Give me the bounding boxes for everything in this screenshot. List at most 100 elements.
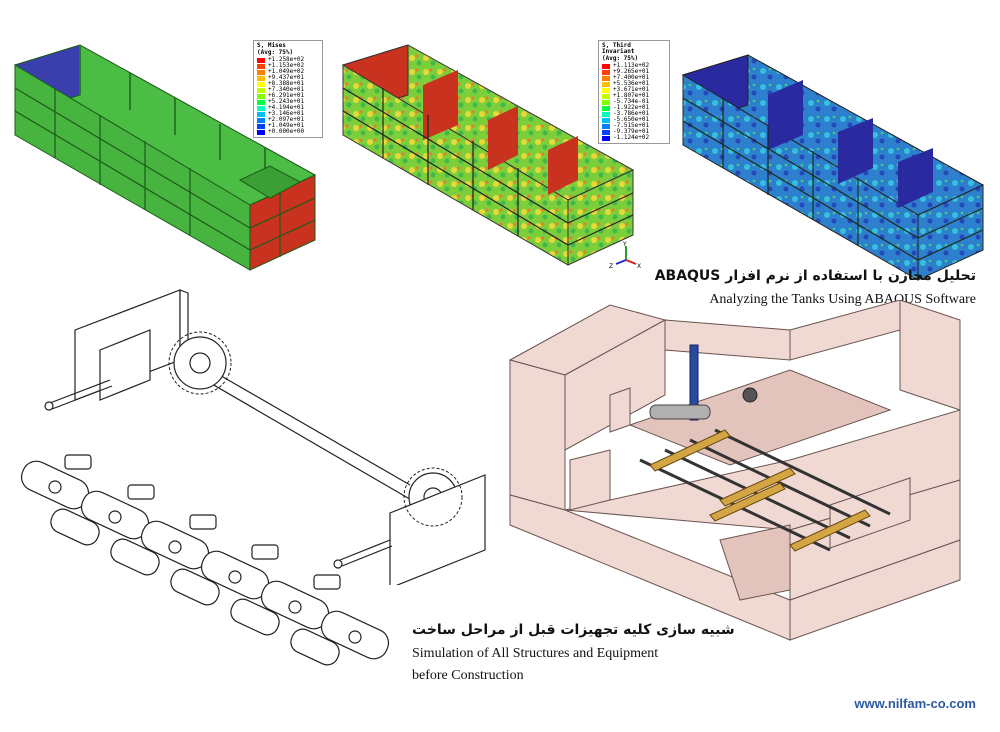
legend-swatch	[257, 111, 265, 117]
legend-value: +6.291e+01	[268, 92, 305, 99]
legend-value: +7.400e+01	[613, 74, 650, 81]
legend-row: +1.807e+01	[602, 93, 666, 99]
caption-simulation-en-line2: before Construction	[412, 668, 524, 683]
legend-value: -5.650e+01	[613, 116, 650, 123]
legend-mises-rows: +1.258e+02+1.153e+02+1.049e+02+9.437e+01…	[257, 57, 319, 135]
legend-swatch	[602, 111, 610, 117]
legend-value: -1.922e+01	[613, 104, 650, 111]
legend-swatch	[602, 81, 610, 87]
axis-triad-icon: Y X Z	[609, 241, 641, 270]
legend-value: -9.379e+01	[613, 128, 650, 135]
legend-value: +1.258e+02	[268, 56, 305, 63]
caption-simulation-fa: شبیه سازی کلیه تجهیزات قبل از مراحل ساخت	[412, 622, 735, 638]
legend-value: +5.536e+01	[613, 80, 650, 87]
legend-swatch	[602, 105, 610, 111]
legend-row: +7.400e+01	[602, 75, 666, 81]
legend-third-invariant: S, Third Invariant (Avg: 75%) +1.113e+02…	[598, 40, 670, 144]
legend-value: -1.124e+02	[613, 134, 650, 141]
legend-value: +8.388e+01	[268, 80, 305, 87]
legend-swatch	[602, 93, 610, 99]
legend-row: -3.786e+01	[602, 111, 666, 117]
legend-swatch	[257, 117, 265, 123]
legend-value: +9.437e+01	[268, 74, 305, 81]
legend-third-invariant-rows: +1.113e+02+9.265e+01+7.400e+01+5.536e+01…	[602, 63, 666, 141]
legend-row: -9.379e+01	[602, 129, 666, 135]
shaft-assembly-drawing	[44, 289, 486, 585]
legend-swatch	[602, 123, 610, 129]
legend-row: -1.922e+01	[602, 105, 666, 111]
legend-swatch	[257, 105, 265, 111]
legend-value: +3.146e+01	[268, 110, 305, 117]
legend-value: -5.734e-01	[613, 98, 650, 105]
legend-swatch	[602, 99, 610, 105]
legend-value: +1.807e+01	[613, 92, 650, 99]
chain-link	[20, 454, 92, 510]
tank-mises-render	[13, 44, 317, 271]
legend-mises-subtitle: (Avg: 75%)	[257, 49, 294, 56]
legend-value: +3.671e+01	[613, 86, 650, 93]
legend-mises: S, Mises (Avg: 75%) +1.258e+02+1.153e+02…	[253, 40, 323, 138]
legend-swatch	[257, 129, 265, 135]
legend-row: +5.536e+01	[602, 81, 666, 87]
legend-row: -7.515e+01	[602, 123, 666, 129]
legend-swatch	[257, 99, 265, 105]
legend-swatch	[602, 69, 610, 75]
legend-swatch	[602, 87, 610, 93]
legend-value: +1.113e+02	[613, 62, 650, 69]
legend-swatch	[257, 81, 265, 87]
legend-value: +2.097e+01	[268, 116, 305, 123]
legend-value: +1.049e+01	[268, 122, 305, 129]
legend-row: +9.265e+01	[602, 69, 666, 75]
legend-swatch	[602, 135, 610, 141]
legend-row: -5.650e+01	[602, 117, 666, 123]
legend-mises-title: S, Mises	[257, 42, 286, 49]
legend-row: +8.388e+01	[257, 81, 319, 87]
website-url[interactable]: www.nilfam-co.com	[854, 696, 976, 711]
legend-row: +3.671e+01	[602, 87, 666, 93]
legend-swatch	[257, 123, 265, 129]
legend-row: +5.243e+01	[257, 99, 319, 105]
legend-swatch	[257, 69, 265, 75]
legend-value: +1.049e+02	[268, 68, 305, 75]
caption-simulation-en-line1: Simulation of All Structures and Equipme…	[412, 646, 659, 661]
legend-third-invariant-subtitle: (Avg: 75%)	[602, 55, 639, 62]
axis-label-y: Y	[622, 241, 627, 248]
legend-value: +0.000e+00	[268, 128, 305, 135]
legend-value: +1.153e+02	[268, 62, 305, 69]
legend-swatch	[257, 87, 265, 93]
legend-swatch	[602, 129, 610, 135]
legend-row: +9.437e+01	[257, 75, 319, 81]
legend-row: +3.146e+01	[257, 111, 319, 117]
legend-swatch	[602, 75, 610, 81]
axis-label-z: Z	[609, 263, 613, 270]
legend-swatch	[602, 63, 610, 69]
legend-value: +9.265e+01	[613, 68, 650, 75]
legend-row: +7.340e+01	[257, 87, 319, 93]
legend-value: +7.340e+01	[268, 86, 305, 93]
legend-swatch	[257, 63, 265, 69]
conveyor-chain-drawing	[20, 454, 390, 666]
legend-swatch	[602, 117, 610, 123]
legend-row: +6.291e+01	[257, 93, 319, 99]
legend-row: -1.124e+02	[602, 135, 666, 141]
concrete-basin-render	[508, 300, 961, 641]
legend-value: +5.243e+01	[268, 98, 305, 105]
tank-blue-render	[681, 54, 985, 281]
legend-row: +1.049e+01	[257, 123, 319, 129]
legend-swatch	[257, 93, 265, 99]
legend-row: +1.258e+02	[257, 57, 319, 63]
legend-third-invariant-title: S, Third Invariant	[602, 42, 635, 55]
legend-swatch	[257, 75, 265, 81]
legend-value: -3.786e+01	[613, 110, 650, 117]
legend-row: +0.000e+00	[257, 129, 319, 135]
legend-row: -5.734e-01	[602, 99, 666, 105]
legend-row: +2.097e+01	[257, 117, 319, 123]
axis-label-x: X	[637, 263, 641, 270]
legend-value: -7.515e+01	[613, 122, 650, 129]
legend-row: +1.153e+02	[257, 63, 319, 69]
caption-abaqus-fa: تحلیل مخازن با استفاده از نرم افزار ABAQ…	[654, 268, 976, 284]
legend-row: +4.194e+01	[257, 105, 319, 111]
legend-row: +1.049e+02	[257, 69, 319, 75]
legend-swatch	[257, 57, 265, 63]
legend-row: +1.113e+02	[602, 63, 666, 69]
